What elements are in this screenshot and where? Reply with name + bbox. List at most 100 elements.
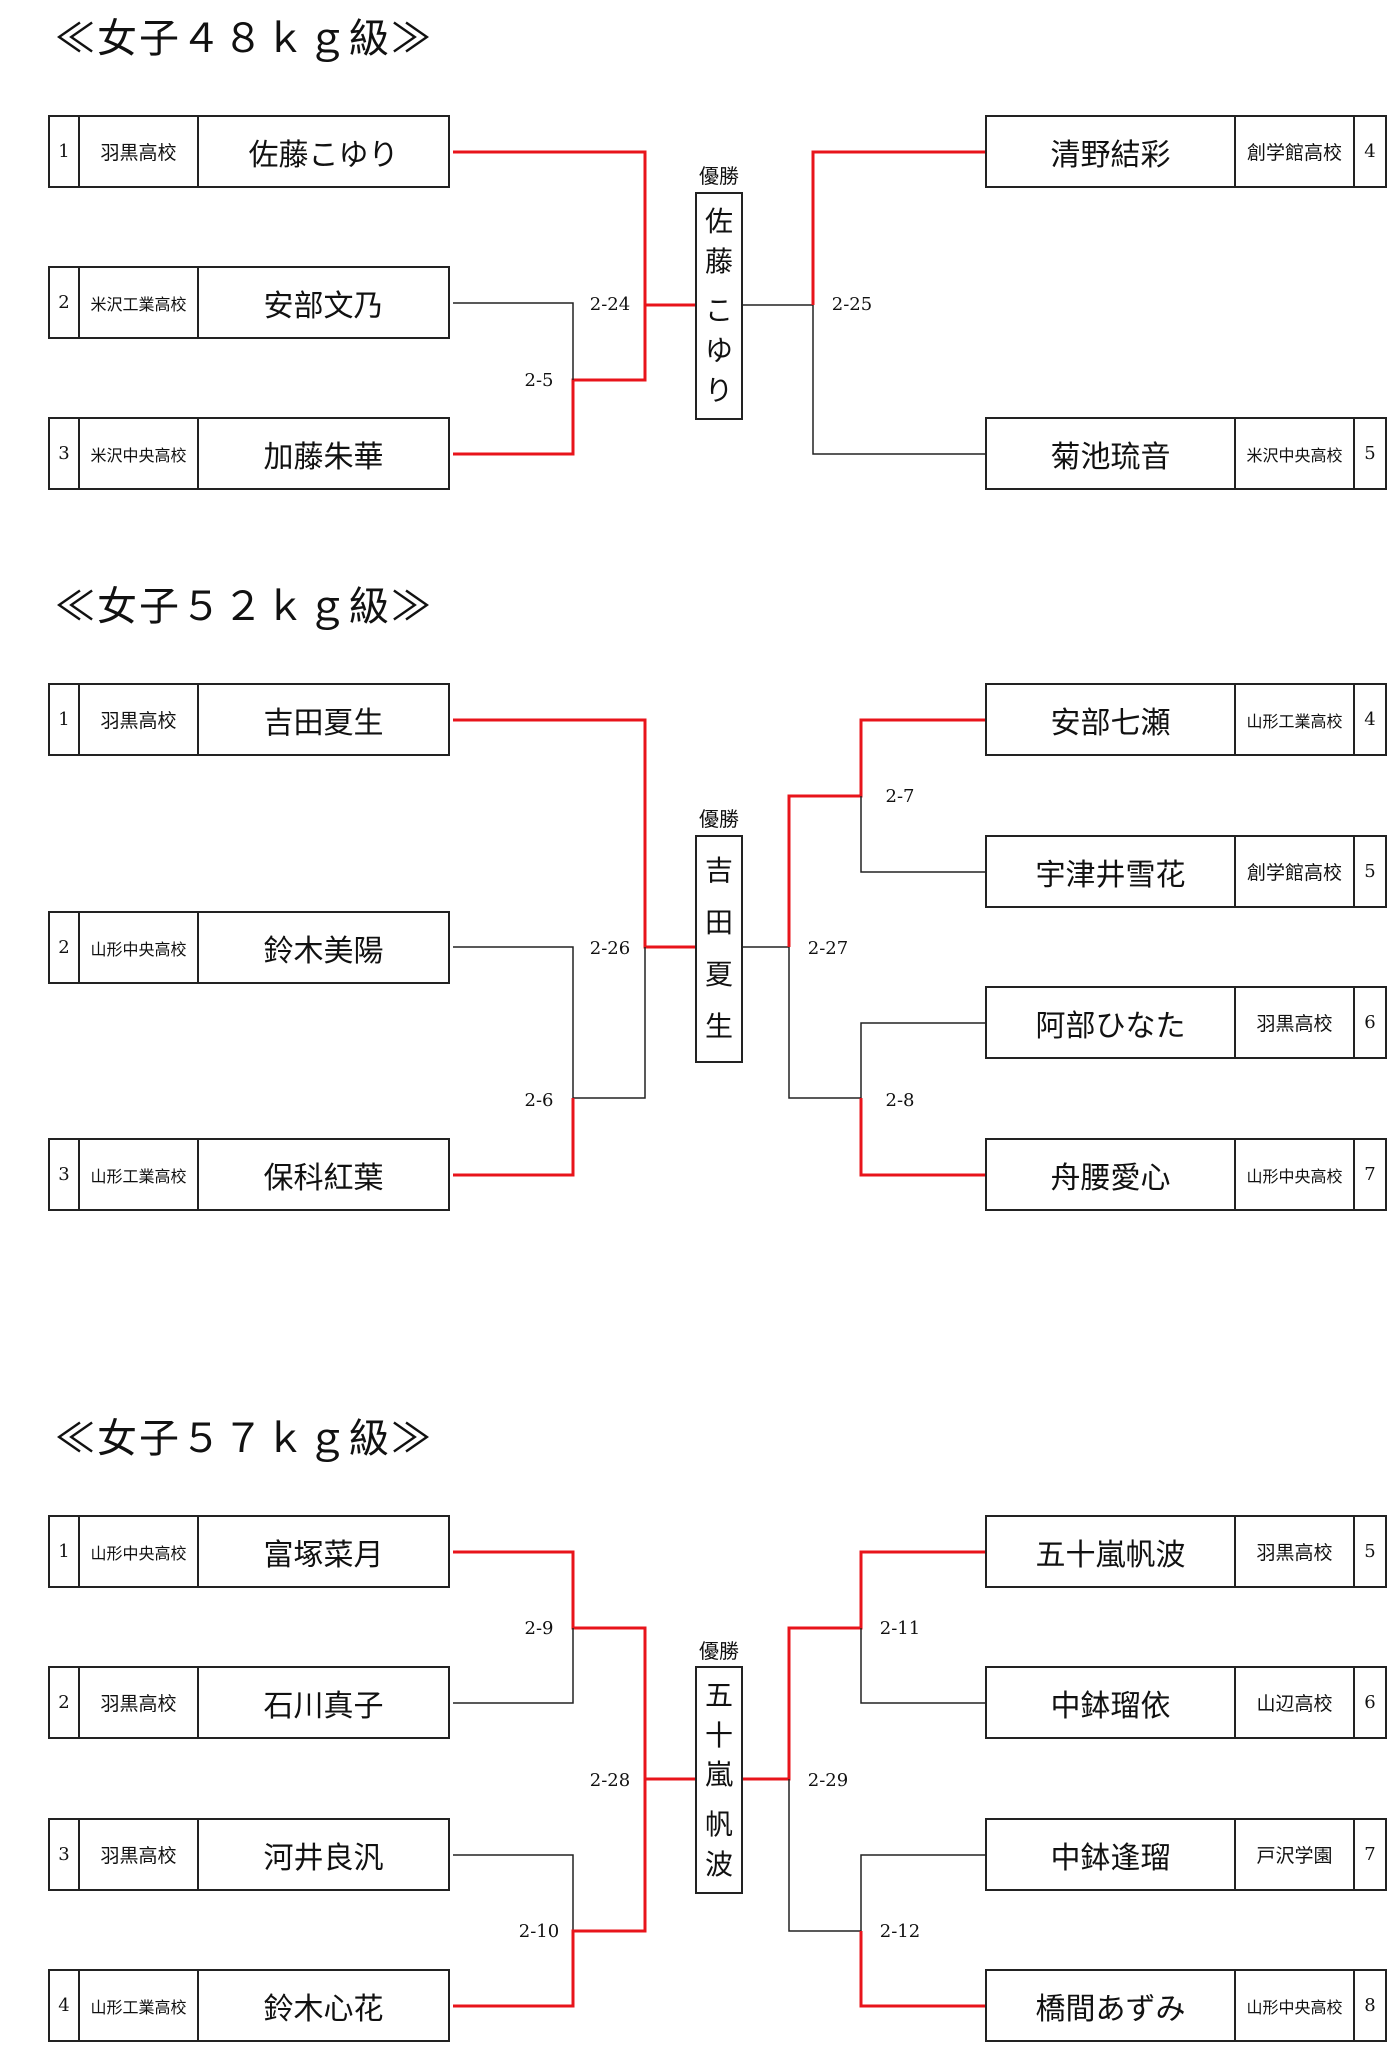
bracket-line (788, 947, 985, 1099)
bracket-line (860, 796, 985, 873)
entry-right-8: 橋 間 あ ず み 山形中央高校 8 (985, 1969, 1387, 2042)
name-char: み (1155, 1991, 1186, 2027)
athlete-name: 鈴 木 心 花 (199, 1971, 448, 2040)
champion-char: 帆 (704, 1807, 733, 1841)
name-char: 真 (323, 1688, 354, 1724)
name-char: 逢 (1110, 1840, 1141, 1876)
athlete-name: 富 塚 菜 月 (199, 1517, 448, 1586)
name-char: 田 (293, 705, 324, 741)
name-char: 子 (353, 1688, 384, 1724)
name-char: 嵐 (1095, 1537, 1126, 1573)
name-char: 鉢 (1080, 1840, 1111, 1876)
name-char: 中 (1050, 1840, 1081, 1876)
name-char: 菊 (1050, 439, 1081, 475)
match-number: 2-26 (589, 938, 631, 959)
seed-number: 1 (50, 117, 80, 186)
entry-left-3: 3 羽黒高校 河 井 良 汎 (48, 1818, 450, 1891)
athlete-name: 加 藤 朱 華 (199, 419, 448, 488)
name-char: 宇 (1035, 857, 1066, 893)
bracket-title: ≪女子４８ｋｇ級≫ (55, 16, 433, 62)
seed-number: 3 (50, 1140, 80, 1209)
athlete-name: 清 野 結 彩 (987, 117, 1236, 186)
name-char: 河 (263, 1840, 294, 1876)
winner-path (859, 1098, 985, 1177)
bracket-line (453, 1854, 574, 1931)
match-number: 2-24 (589, 294, 631, 315)
bracket-line (788, 1779, 985, 1932)
athlete-name: 中 鉢 逢 瑠 (987, 1820, 1236, 1889)
name-char: 川 (293, 1688, 324, 1724)
name-char: 瀬 (1140, 705, 1171, 741)
athlete-name: 五 十 嵐 帆 波 (987, 1517, 1236, 1586)
entry-right-6: 阿 部 ひ な た 羽黒高校 6 (985, 986, 1387, 1059)
name-char: 吉 (263, 705, 294, 741)
seed-number: 7 (1364, 1844, 1376, 1865)
athlete-name: 安 部 文 乃 (199, 268, 448, 337)
champion-char: 夏 (704, 958, 733, 992)
name-char: 菜 (323, 1537, 354, 1573)
entry-left-2: 2 羽黒高校 石 川 真 子 (48, 1666, 450, 1739)
athlete-name: 阿 部 ひ な た (987, 988, 1236, 1057)
school-name: 山形工業高校 (80, 1140, 199, 1209)
name-char: 波 (1155, 1537, 1186, 1573)
name-char: 科 (293, 1160, 324, 1196)
name-char: 愛 (1110, 1160, 1141, 1196)
athlete-name: 河 井 良 汎 (199, 1820, 448, 1889)
name-char: 音 (1140, 439, 1171, 475)
seed-number: 5 (1364, 1541, 1376, 1562)
entry-left-3: 3 山形工業高校 保 科 紅 葉 (48, 1138, 450, 1211)
seed-number: 3 (50, 419, 80, 488)
name-char: 鉢 (1080, 1688, 1111, 1724)
school-name: 羽黒高校 (80, 1668, 199, 1737)
name-char: 月 (353, 1537, 384, 1573)
bracket-line (453, 1628, 574, 1704)
seed-number: 1 (50, 685, 80, 754)
seed-number: 5 (1364, 443, 1376, 464)
name-char: 鈴 (263, 1991, 294, 2027)
name-char: 琉 (1110, 439, 1141, 475)
name-char: 結 (1110, 137, 1141, 173)
name-char: 朱 (323, 439, 354, 475)
match-number: 2-29 (807, 1770, 849, 1791)
entry-right-4: 清 野 結 彩 創学館高校 4 (985, 115, 1387, 188)
name-char: 心 (1140, 1160, 1171, 1196)
school-name: 米沢中央高校 (80, 419, 199, 488)
seed-number: 4 (1364, 141, 1376, 162)
name-char: な (1125, 1008, 1156, 1044)
name-char: あ (1095, 1991, 1126, 2027)
name-char: 橋 (1035, 1991, 1066, 2027)
school-name: 羽黒高校 (1236, 988, 1355, 1057)
champion-char: 田 (704, 906, 733, 940)
name-char: 葉 (353, 1160, 384, 1196)
school-name: 山形中央高校 (80, 1517, 199, 1586)
champion-char: こ (704, 294, 733, 328)
champion-char: 波 (704, 1847, 733, 1881)
school-name: 山形中央高校 (80, 913, 199, 982)
athlete-name: 石 川 真 子 (199, 1668, 448, 1737)
entry-left-4: 4 山形工業高校 鈴 木 心 花 (48, 1969, 450, 2042)
champion-char: 五 (704, 1679, 733, 1713)
school-name: 山形工業高校 (80, 1971, 199, 2040)
name-char: 汎 (353, 1840, 384, 1876)
entry-left-1: 1 羽黒高校 佐 藤 こ ゆ り (48, 115, 450, 188)
name-char: 花 (1155, 857, 1186, 893)
champion-box: 吉 田 夏 生 (695, 835, 743, 1063)
champion-box: 佐 藤 こ ゆ り (695, 192, 743, 420)
match-number: 2-11 (879, 1618, 921, 1639)
name-char: 花 (353, 1991, 384, 2027)
winner-path (453, 1779, 647, 2008)
school-name: 山辺高校 (1236, 1668, 1355, 1737)
name-char: 保 (263, 1160, 294, 1196)
champion-char: 十 (704, 1718, 733, 1752)
school-name: 山形中央高校 (1236, 1971, 1355, 2040)
name-char: 舟 (1050, 1160, 1081, 1196)
champion-label: 優勝 (699, 164, 739, 188)
name-char: 十 (1065, 1537, 1096, 1573)
seed-number: 6 (1364, 1692, 1376, 1713)
name-char: 藤 (278, 137, 309, 173)
name-char: ず (1125, 1991, 1156, 2027)
name-char: 部 (1065, 1008, 1096, 1044)
match-number: 2-10 (518, 1921, 560, 1942)
seed-number: 7 (1364, 1164, 1376, 1185)
name-char: 七 (1110, 705, 1141, 741)
